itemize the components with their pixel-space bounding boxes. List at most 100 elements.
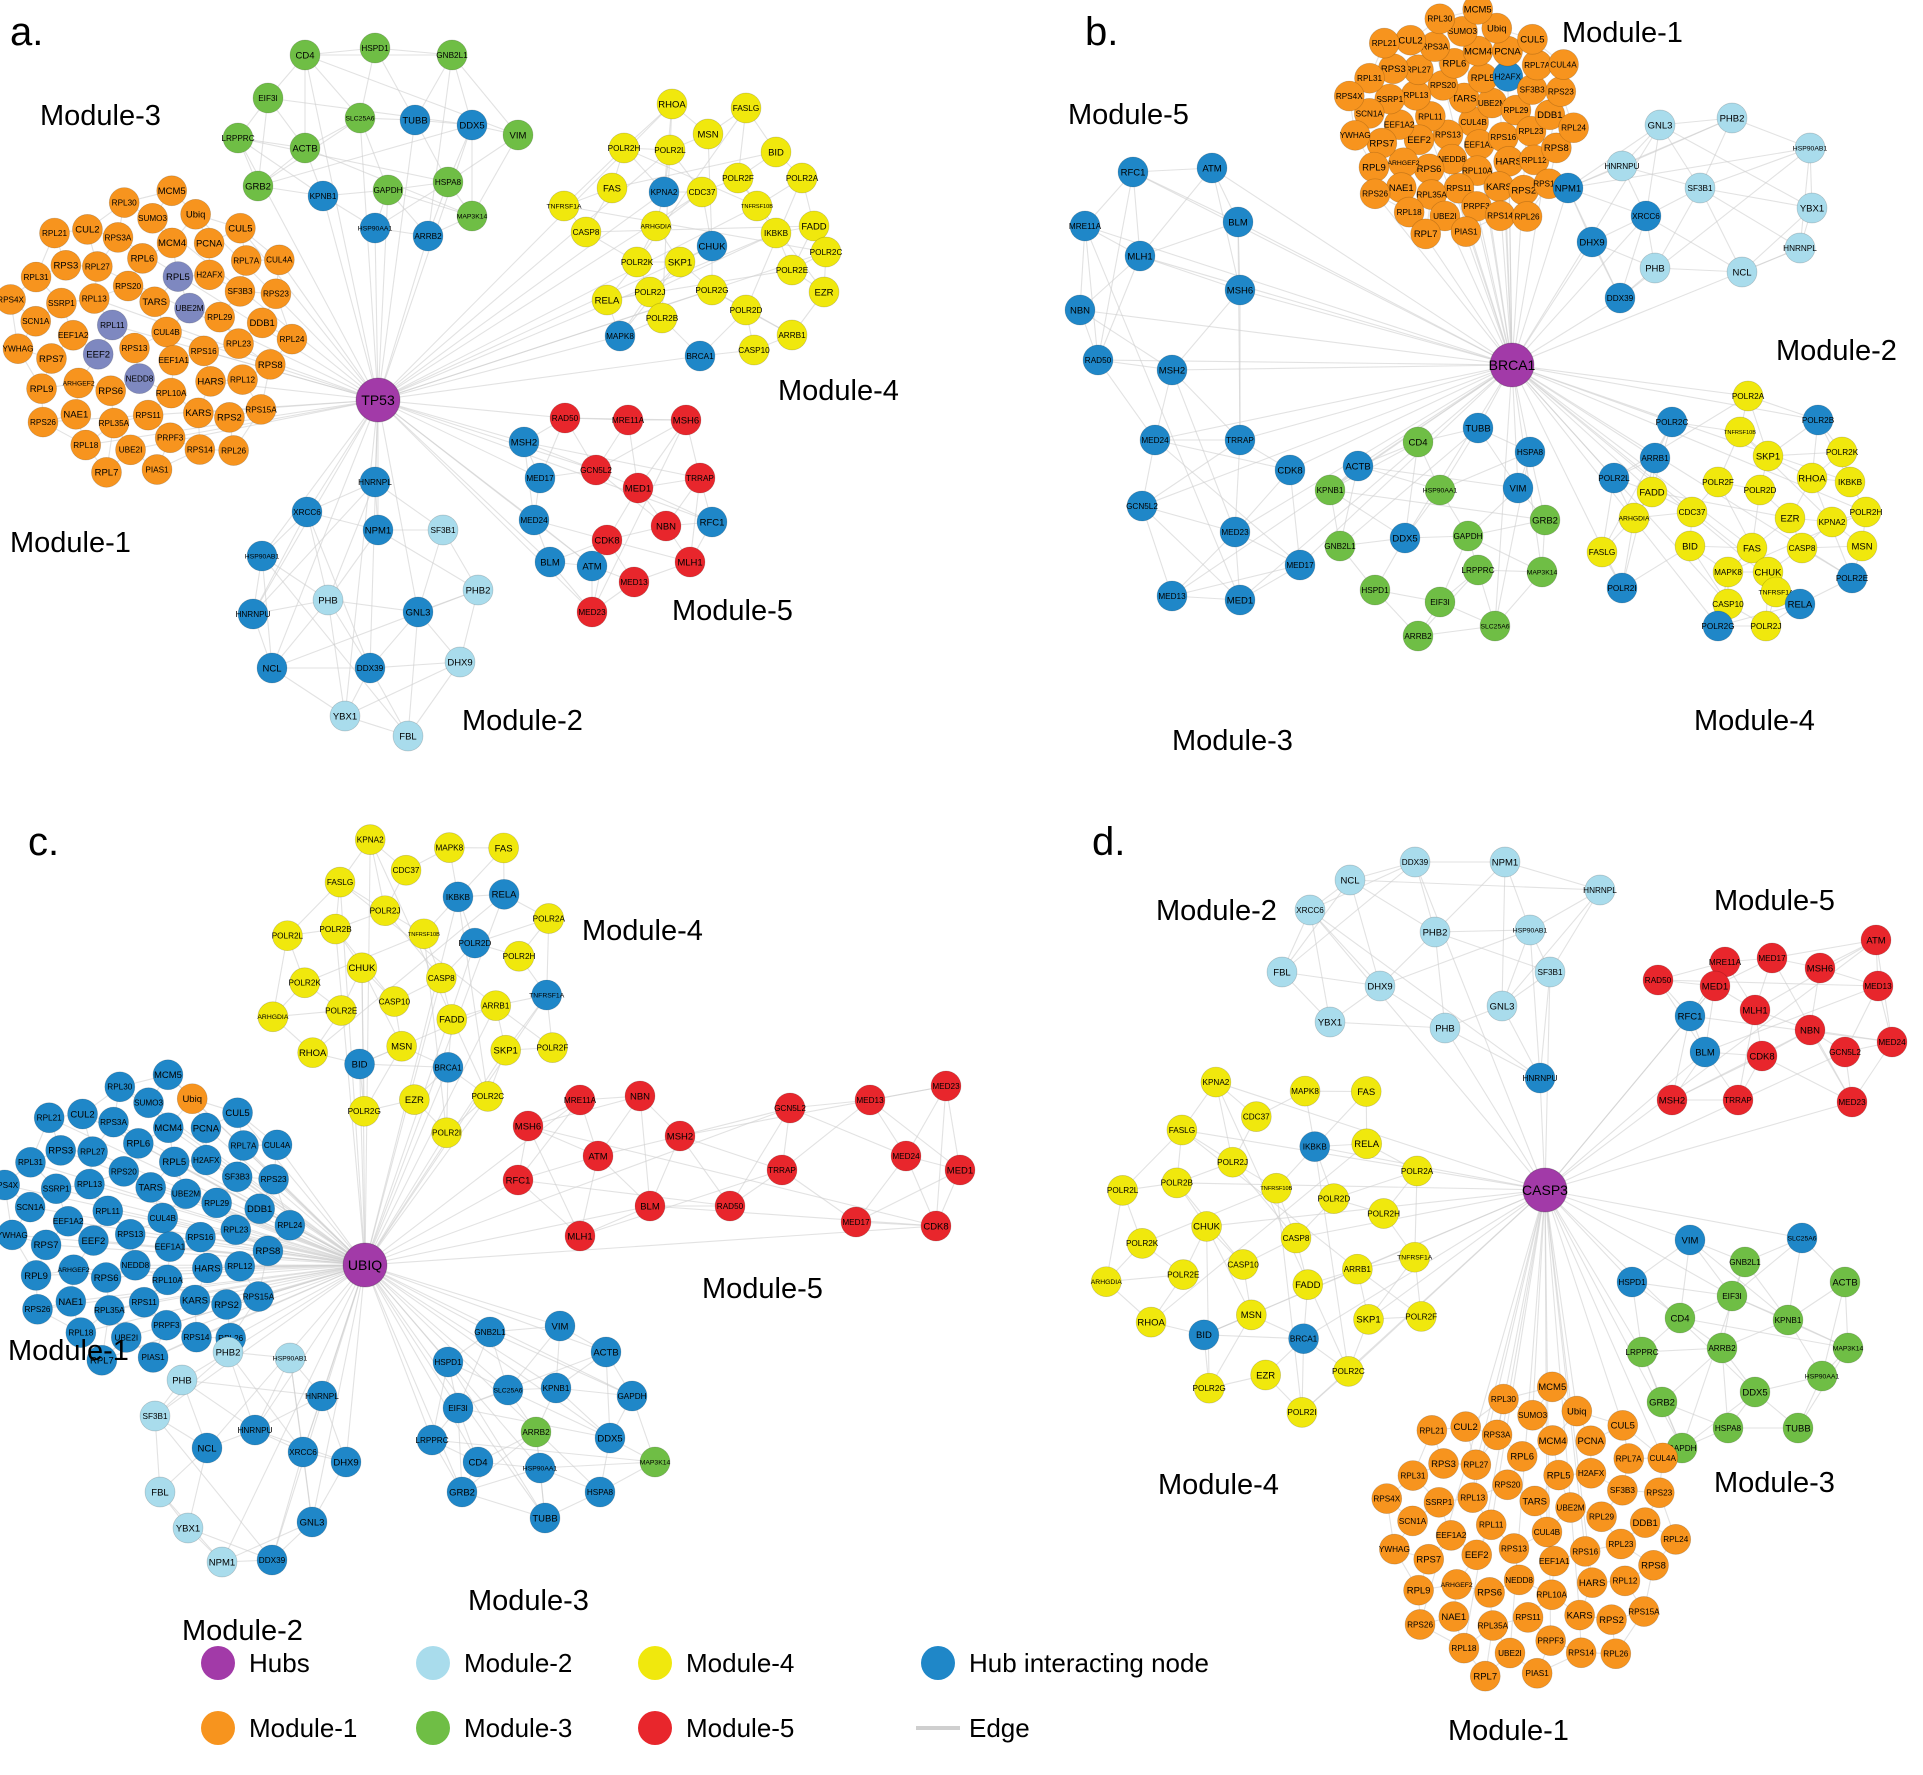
- hub-label: UBIQ: [348, 1257, 382, 1273]
- node-circle: [1524, 1062, 1556, 1094]
- node-circle: [1674, 1000, 1706, 1032]
- node-label: POLR2F: [722, 174, 754, 183]
- node-POLR2I: POLR2I: [1606, 572, 1638, 604]
- node-circle: [65, 1317, 97, 1348]
- node-label: MAPK8: [435, 844, 463, 853]
- node-PHB2: PHB2: [1419, 916, 1451, 948]
- node-circle: [1424, 474, 1456, 506]
- node-KPNA2: KPNA2: [354, 824, 386, 855]
- node-RELA: RELA: [488, 878, 520, 910]
- node-circle: [1656, 406, 1688, 438]
- node-label: PHB2: [216, 1347, 241, 1358]
- node-BLM: BLM: [634, 1190, 666, 1222]
- node-RPL7: RPL7: [1410, 218, 1442, 250]
- node-CASP8: CASP8: [425, 962, 457, 994]
- node-ARHGDIA: ARHGDIA: [257, 1001, 289, 1033]
- edge: [1275, 1188, 1303, 1413]
- node-label: RFC1: [700, 517, 725, 528]
- node-circle: [1569, 1536, 1601, 1567]
- edge: [457, 1351, 607, 1409]
- node-RPL10A: RPL10A: [155, 377, 187, 409]
- node-label: RPS4X: [1373, 1494, 1400, 1503]
- edge: [1567, 147, 1811, 189]
- node-circle: [446, 1476, 478, 1508]
- node-circle: [272, 920, 303, 952]
- node-label: NAE1: [63, 410, 88, 421]
- edge: [1444, 1027, 1546, 1191]
- node-label: MSN: [697, 129, 718, 140]
- node-label: XRCC6: [293, 508, 321, 517]
- node-label: EZR: [1256, 1370, 1275, 1381]
- node-circle: [1564, 1599, 1595, 1631]
- edge: [1206, 1226, 1210, 1389]
- node-label: HARS: [197, 377, 223, 388]
- node-circle: [224, 1250, 256, 1282]
- node-label: EEF1A2: [1436, 1531, 1467, 1540]
- edge: [1206, 1226, 1252, 1316]
- edge: [252, 481, 376, 615]
- node-MSH6: MSH6: [1224, 274, 1256, 306]
- node-circle: [194, 259, 225, 291]
- node-label: ARHGDIA: [257, 1014, 288, 1021]
- node-label: Ubiq: [186, 210, 206, 221]
- node-circle: [786, 162, 818, 194]
- node-LRPPRC: LRPPRC: [1625, 1336, 1659, 1368]
- node-circle: [256, 652, 288, 684]
- node-Ubiq: Ubiq: [1561, 1395, 1593, 1427]
- node-label: FASLG: [1589, 548, 1615, 557]
- node-label: POLR2J: [1751, 622, 1782, 631]
- node-circle: [1371, 1483, 1403, 1514]
- node-label: MED1: [947, 1165, 973, 1176]
- node-label: PHB: [172, 1375, 192, 1386]
- node-label: FADD: [801, 221, 826, 232]
- node-circle: [1596, 1604, 1627, 1636]
- edge: [1232, 1161, 1297, 1239]
- node-MED1: MED1: [1224, 584, 1256, 616]
- node-label: ARHGDIA: [1619, 515, 1650, 522]
- node-ATM: ATM: [582, 1140, 614, 1172]
- node-circle: [90, 1262, 122, 1293]
- node-SLC25A6: SLC25A6: [1479, 610, 1511, 642]
- node-TARS: TARS: [1519, 1485, 1551, 1517]
- node-circle: [158, 344, 190, 376]
- node-label: RPL31: [18, 1158, 43, 1167]
- node-label: MED17: [1286, 561, 1314, 570]
- node-label: SF3B3: [227, 287, 252, 296]
- node-circle: [52, 1205, 84, 1237]
- node-circle: [1474, 1576, 1505, 1608]
- edge: [377, 399, 713, 523]
- node-circle: [1519, 1485, 1551, 1517]
- node-MSH6: MSH6: [512, 1110, 544, 1142]
- edge: [1511, 187, 1569, 366]
- node-MED13: MED13: [854, 1084, 886, 1116]
- node-circle: [1664, 1302, 1696, 1334]
- edge: [1511, 364, 1819, 421]
- module-label: Module-4: [778, 375, 899, 407]
- edge: [1139, 255, 1513, 366]
- node-label: KPNB1: [310, 192, 337, 201]
- edge: [1475, 1189, 1546, 1465]
- node-label: KPNA2: [651, 188, 678, 197]
- node-CUL2: CUL2: [72, 214, 103, 245]
- node-label: POLR2C: [1656, 418, 1689, 427]
- node-GNL3: GNL3: [296, 1506, 328, 1538]
- node-label: TUBB: [532, 1513, 557, 1524]
- node-circle: [1492, 1469, 1523, 1501]
- node-circle: [274, 1342, 306, 1374]
- node-circle: [0, 1219, 28, 1251]
- node-circle: [488, 878, 520, 910]
- node-label: XRCC6: [1296, 906, 1324, 915]
- node-PIAS1: PIAS1: [1450, 216, 1482, 247]
- node-RPS7: RPS7: [36, 343, 67, 374]
- node-label: RPL6: [131, 254, 155, 265]
- node-circle: [92, 1195, 124, 1227]
- node-circle: [1674, 530, 1706, 562]
- node-label: NPM1: [1492, 857, 1518, 868]
- edge: [1309, 909, 1381, 987]
- node-SSRP1: SSRP1: [40, 1173, 72, 1205]
- edge: [1234, 439, 1241, 533]
- node-HSP90AB1: HSP90AB1: [273, 1342, 307, 1374]
- node-circle: [1806, 1360, 1838, 1392]
- edge: [1141, 439, 1241, 507]
- node-RPS3A: RPS3A: [1481, 1419, 1513, 1451]
